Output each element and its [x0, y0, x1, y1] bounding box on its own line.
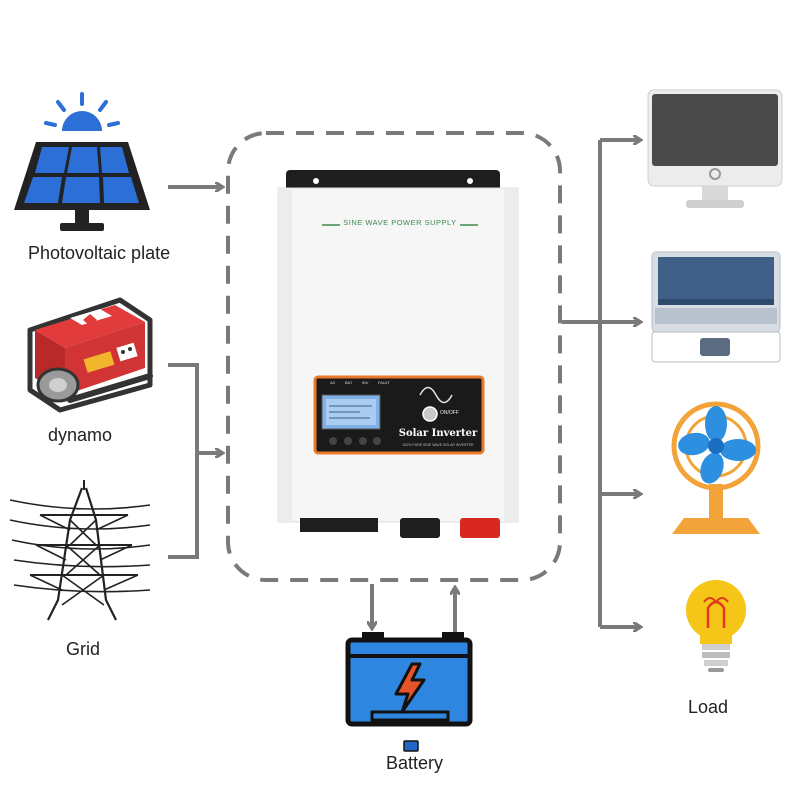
onoff-label: ON/OFF [440, 410, 459, 416]
photovoltaic-label: Photovoltaic plate [28, 243, 171, 263]
indicator-bat: BAT [344, 380, 353, 385]
inverter-header-text: SINE WAVE POWER SUPPLY [343, 218, 457, 227]
indicator-row: AC BAT INV FAULT [330, 380, 390, 385]
indicator-fault: FAULT [377, 380, 390, 385]
dynamo-label: dynamo [48, 425, 113, 445]
battery-label: Battery [386, 753, 444, 773]
battery-small-icon [403, 740, 419, 752]
inverter-panel-subtitle: 100% PURE SINE WAVE SOLAR INVERTER [402, 443, 474, 447]
laptop-icon [651, 251, 781, 363]
inverter-panel-title: Solar Inverter [398, 428, 478, 439]
inverter-battery-arrows [372, 584, 455, 634]
inverter-dashed-boundary [226, 131, 562, 582]
load-label: Load [688, 697, 729, 717]
inverter-to-load-arrows [562, 140, 640, 627]
monitor-icon [647, 89, 783, 208]
indicator-inv: INV [361, 380, 369, 385]
dynamo-grid-to-inverter-arrow [168, 363, 222, 559]
fan-icon [671, 401, 761, 534]
grid-label: Grid [66, 639, 101, 659]
indicator-ac: AC [330, 380, 336, 385]
lightbulb-icon [686, 580, 746, 672]
solar-panel-icon [14, 92, 150, 231]
generator-icon [27, 297, 153, 413]
power-tower-icon [9, 480, 151, 621]
inverter-unit [277, 170, 519, 538]
battery-icon [345, 632, 473, 727]
